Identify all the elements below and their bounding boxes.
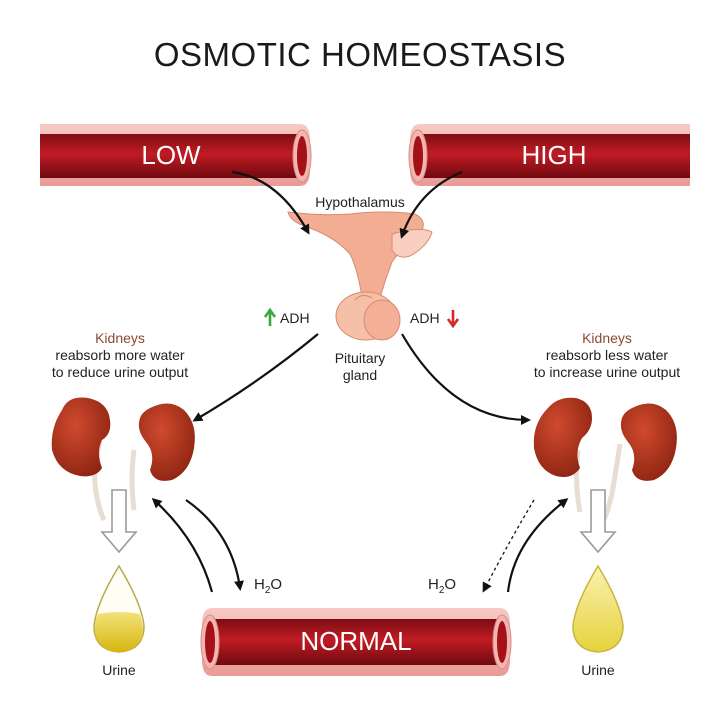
water-left-base: H [254, 576, 265, 593]
left-kidneys-line1: reabsorb more water [55, 347, 185, 363]
pituitary-gland-label: Pituitary gland [320, 350, 400, 384]
arrow-left-kidneys-to-water [185, 499, 244, 591]
right-kidneys-line2: to increase urine output [533, 364, 681, 380]
left-kidneys [51, 397, 195, 522]
left-urine-drop [93, 564, 145, 653]
pituitary-line1: Pituitary [334, 350, 386, 366]
hypothalamus-label: Hypothalamus [315, 194, 405, 210]
left-kidneys-title: Kidneys [95, 330, 145, 346]
left-urine-flow-arrow [100, 489, 138, 554]
adh-increase-label: ADH [280, 310, 310, 326]
right-kidneys-caption: Kidneys reabsorb less water to increase … [512, 330, 702, 381]
diagram-title: OSMOTIC HOMEOSTASIS [153, 36, 567, 73]
left-kidneys-line2: to reduce urine output [51, 364, 189, 380]
water-right-tail: O [444, 576, 457, 593]
right-kidneys-line1: reabsorb less water [545, 347, 669, 363]
right-urine-label: Urine [581, 662, 615, 678]
water-right-base: H [428, 576, 439, 593]
water-left-sub: 2 [264, 585, 271, 596]
arrow-normal-to-left-kidneys [151, 497, 214, 593]
arrow-adh-to-right-kidneys [401, 333, 531, 425]
left-urine-label: Urine [102, 662, 136, 678]
water-left-label: H2O [254, 576, 282, 596]
hypothalamus-shape [287, 211, 433, 302]
arrow-water-dashed [482, 499, 535, 593]
arrow-high-to-hypothalamus [399, 170, 463, 239]
red-down-arrow-icon [446, 310, 460, 329]
vessel-low [40, 124, 312, 186]
water-right-label: H2O [428, 576, 456, 596]
right-kidneys-title: Kidneys [582, 330, 632, 346]
green-up-arrow-icon [263, 307, 277, 326]
water-left-tail: O [270, 576, 283, 593]
vessel-high [408, 124, 690, 186]
adh-decrease-label: ADH [410, 310, 440, 326]
right-urine-flow-arrow [579, 489, 617, 554]
pituitary-line2: gland [342, 367, 378, 383]
vessel-normal [200, 608, 512, 676]
arrow-adh-to-left-kidneys [192, 333, 319, 422]
vessel-high-label: HIGH [521, 140, 587, 170]
water-right-sub: 2 [438, 585, 445, 596]
vessel-normal-label: NORMAL [300, 626, 412, 656]
left-kidneys-caption: Kidneys reabsorb more water to reduce ur… [30, 330, 210, 381]
arrow-normal-to-right-kidneys [506, 498, 569, 593]
vessel-low-label: LOW [141, 140, 201, 170]
right-urine-drop [572, 564, 624, 653]
arrow-low-to-hypothalamus [231, 170, 310, 235]
pituitary-gland-shape [335, 291, 401, 341]
right-kidneys [533, 397, 677, 521]
